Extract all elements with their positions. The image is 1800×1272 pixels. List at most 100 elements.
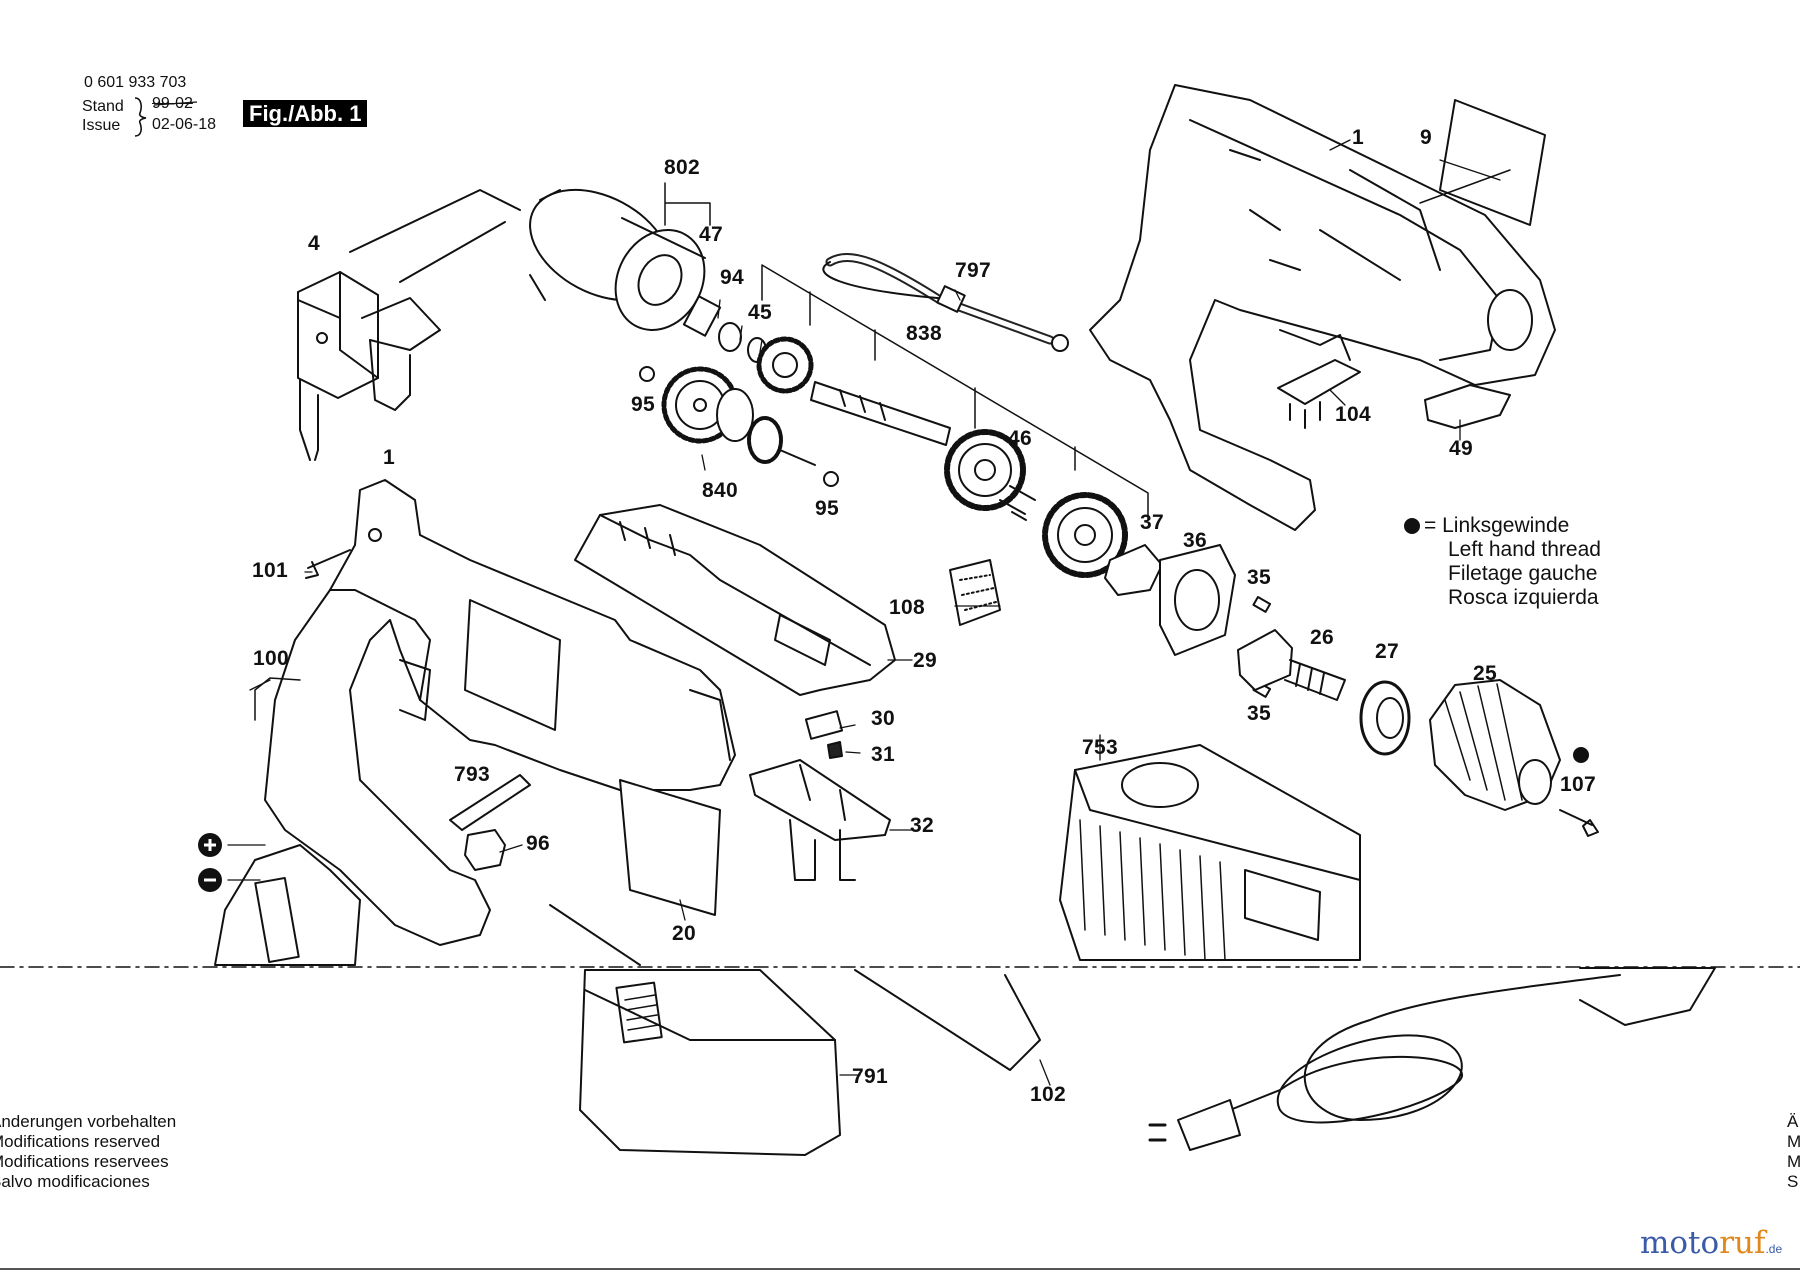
brand-logo[interactable]: motoruf.de (1640, 1228, 1782, 1259)
part-label: 95 (815, 497, 839, 520)
stand-label: Stand (82, 98, 124, 115)
part-label: 37 (1140, 511, 1164, 534)
modifications-initial: M (1787, 1152, 1800, 1171)
mains-cable (1148, 974, 1621, 1151)
part-30 (804, 710, 844, 740)
gear-housing-36 (1159, 544, 1236, 656)
gear-840 (661, 366, 816, 466)
plate-20 (619, 779, 721, 916)
modifications-line: Modifications reservees (0, 1152, 169, 1171)
spindle-26 (1237, 629, 1346, 701)
part-32 (749, 759, 891, 881)
charger-base-corner (1579, 967, 1716, 1026)
part-label: 94 (720, 266, 744, 289)
sponge-108 (949, 559, 1001, 626)
modifications-notice: Änderungen vorbehalten Modifications res… (0, 1112, 176, 1192)
part-label: 47 (699, 223, 723, 246)
clip-96 (464, 829, 506, 871)
part-label: 108 (889, 596, 925, 619)
part-label: 791 (852, 1065, 888, 1088)
modifications-line: Änderungen vorbehalten (0, 1112, 177, 1131)
part-label: 1 (1352, 126, 1364, 149)
catch-49 (1424, 384, 1511, 429)
battery-pack-791 (579, 969, 841, 1156)
part-label: 29 (913, 649, 937, 672)
modifications-initial: M (1787, 1132, 1800, 1151)
chuck-25 (1429, 679, 1561, 811)
part-label: 25 (1473, 662, 1497, 685)
part-label: 107 (1560, 773, 1596, 796)
figure-tag: Fig./Abb. 1 (243, 100, 368, 127)
part-label: 100 (253, 647, 289, 670)
modifications-notice-right: Ä M M S (1787, 1112, 1800, 1192)
part-label: 838 (906, 322, 942, 345)
part-label: 1 (383, 446, 395, 469)
screw-101 (305, 549, 351, 579)
part-label: 20 (672, 922, 696, 945)
part-label: 27 (1375, 640, 1399, 663)
legend-line: Rosca izquierda (1448, 586, 1599, 609)
part-label: 35 (1247, 566, 1271, 589)
ball-95-a (639, 366, 655, 382)
part-label: 31 (871, 743, 895, 766)
battery-pack-small (214, 844, 361, 966)
left-thread-legend: = Linksgewinde Left hand thread Filetage… (1424, 514, 1601, 610)
part-label: 793 (454, 763, 490, 786)
modifications-initial: S (1787, 1172, 1799, 1191)
brand-name-part2: ruf (1719, 1225, 1766, 1261)
part-label: 802 (664, 156, 700, 179)
screw-107 (1559, 809, 1599, 837)
part-label: 49 (1449, 437, 1473, 460)
ball-95-b (823, 471, 839, 487)
motor-802 (349, 188, 722, 337)
part-label: 753 (1082, 736, 1118, 759)
bit-793 (449, 774, 531, 831)
part-label: 840 (702, 479, 738, 502)
part-label: 46 (1008, 427, 1032, 450)
part-label: 797 (955, 259, 991, 282)
modifications-line: Modifications reserved (0, 1132, 161, 1151)
part-label: 4 (308, 232, 320, 255)
part-label: 35 (1247, 702, 1271, 725)
modifications-initial: Ä (1787, 1112, 1799, 1131)
part-label: 36 (1183, 529, 1207, 552)
part-label: 9 (1420, 126, 1432, 149)
brand-suffix: .de (1765, 1242, 1783, 1256)
part-label: 104 (1335, 403, 1371, 426)
issue-date: 02-06-18 (152, 116, 217, 133)
loop-102 (854, 969, 1041, 1071)
part-label: 102 (1030, 1083, 1066, 1106)
minus-icon (198, 868, 222, 892)
brand-name-part1: moto (1640, 1225, 1720, 1261)
part-label: 96 (526, 832, 550, 855)
legend-line: = Linksgewinde (1424, 514, 1570, 537)
legend-line: Filetage gauche (1448, 562, 1598, 585)
part-label: 32 (910, 814, 934, 837)
cover-29 (574, 504, 896, 696)
modifications-line: Salvo modificaciones (0, 1172, 150, 1191)
issue-label: Issue (82, 117, 121, 134)
bearing-94 (718, 322, 742, 352)
charger-753 (1059, 744, 1361, 961)
part-label: 101 (252, 559, 288, 582)
label-9 (1439, 99, 1546, 226)
stand-issue-brace (134, 97, 147, 137)
legend-line: Left hand thread (1448, 538, 1601, 561)
doc-number: 0 601 933 703 (84, 74, 187, 91)
plus-icon (198, 833, 222, 857)
spindle-shaft (810, 381, 951, 446)
filled-dot-icon (1404, 518, 1420, 534)
part-label: 26 (1310, 626, 1334, 649)
terminal-104 (1277, 359, 1361, 405)
bearing-27 (1359, 680, 1411, 756)
part-31 (827, 741, 843, 759)
belt-797 (822, 253, 1069, 352)
bottom-rule (0, 1268, 1800, 1270)
part-label: 30 (871, 707, 895, 730)
part-label: 95 (631, 393, 655, 416)
stand-date: 99-02 (152, 95, 193, 112)
part-label: 45 (748, 301, 772, 324)
switch-4 (297, 271, 441, 461)
